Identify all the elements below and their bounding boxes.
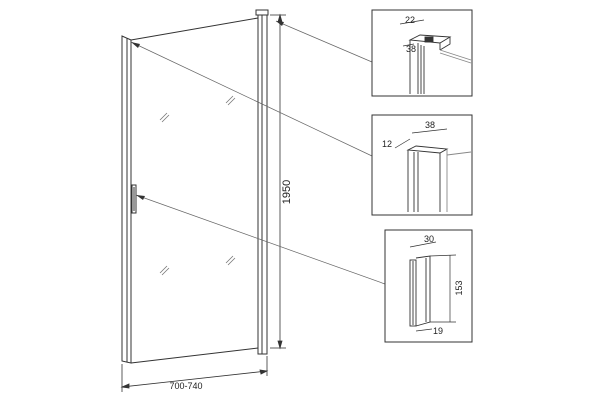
width-dimension — [120, 356, 269, 392]
leader-lines — [130, 20, 386, 285]
detail-bottom-panel: 30 153 19 — [384, 229, 473, 343]
wall-profile-cap — [255, 9, 269, 16]
detail-bottom-dim-a: 30 — [424, 234, 434, 244]
detail-middle-dim-b: 38 — [425, 120, 435, 130]
width-dimension-label: 700-740 — [169, 381, 202, 391]
detail-bottom-dim-c: 19 — [433, 326, 443, 336]
glass-reflections — [159, 95, 236, 276]
detail-top-dim-a: 22 — [405, 15, 415, 25]
detail-top-panel: 22 38 — [371, 9, 473, 97]
door-assembly — [121, 9, 269, 364]
door-glass-bottom — [130, 347, 259, 364]
door-handle — [131, 184, 137, 214]
height-dimension-label: 1950 — [281, 180, 293, 204]
door-glass-top — [130, 17, 259, 41]
detail-bottom-dim-b: 153 — [454, 280, 464, 295]
detail-top-dim-b: 38 — [406, 44, 416, 54]
detail-middle-dim-a: 12 — [382, 139, 392, 149]
detail-middle-panel: 12 38 — [371, 114, 473, 216]
